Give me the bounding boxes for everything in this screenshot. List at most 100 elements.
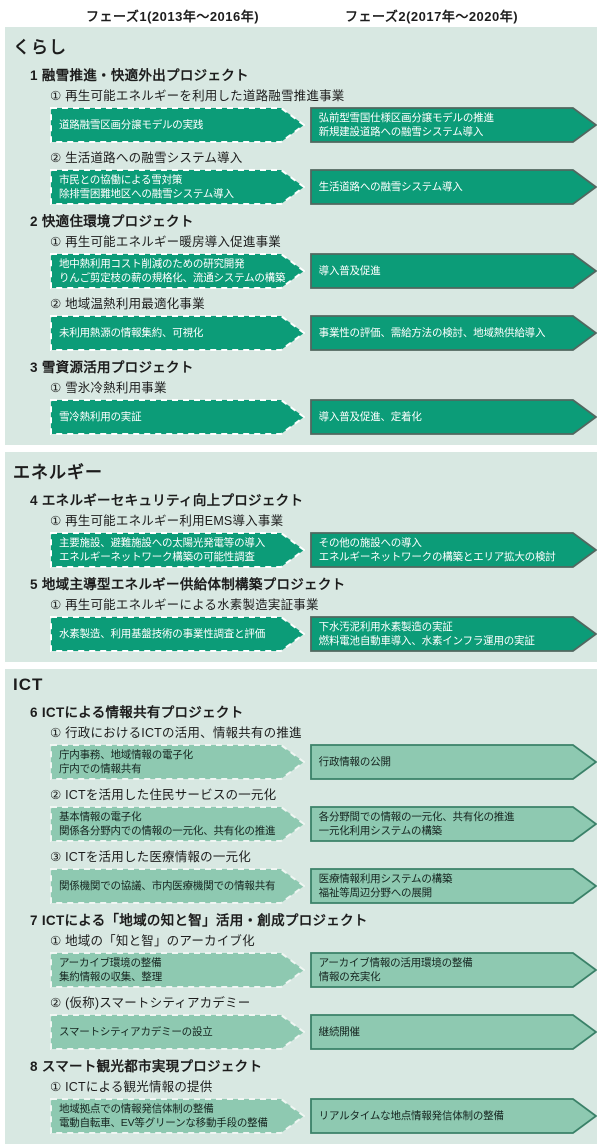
item-label: ① 雪氷冷熱利用事業 — [50, 381, 167, 395]
phase1-arrow-line: 集約情報の収集、整理 — [59, 971, 162, 983]
phase2-arrow: アーカイブ情報の活用環境の整備 情報の充実化 — [309, 952, 597, 988]
phase2-arrow-line: 弘前型雪国仕様区画分譲モデルの推進 — [318, 112, 494, 124]
phase1-arrow-line: 水素製造、利用基盤技術の事業性調査と評価 — [59, 628, 265, 640]
phase1-arrow-line: 道路融雪区画分譲モデルの実践 — [59, 119, 204, 131]
roadmap-row: 主要施設、避難施設への太陽光発電等の導入 エネルギーネットワーク構築の可能性調査… — [50, 532, 597, 568]
phase1-arrow-line: アーカイブ環境の整備 — [59, 957, 162, 969]
phase1-arrow: アーカイブ環境の整備 集約情報の収集、整理 — [50, 952, 305, 988]
item-label: ② ICTを活用した住民サービスの一元化 — [50, 788, 277, 802]
section-title: エネルギー — [13, 463, 103, 482]
phase2-arrow-line: 医療情報利用システムの構築 — [318, 873, 453, 885]
phase1-arrow-line: 雪冷熱利用の実証 — [59, 411, 142, 423]
phase2-arrow-line: 生活道路への融雪システム導入 — [318, 181, 463, 193]
phase1-arrow-line: エネルギーネットワーク構築の可能性調査 — [59, 551, 255, 563]
phase1-arrow-line: 市民との協働による雪対策 — [59, 174, 183, 186]
phase2-arrow-line: 各分野間での情報の一元化、共有化の推進 — [318, 811, 515, 823]
roadmap-row: 雪冷熱利用の実証 導入普及促進、定着化 — [50, 399, 597, 435]
phase1-arrow: 庁内事務、地域情報の電子化 庁内での情報共有 — [50, 744, 305, 780]
roadmap-row: スマートシティアカデミーの設立 継続開催 — [50, 1014, 597, 1050]
phase2-arrow: リアルタイムな地点情報発信体制の整備 — [309, 1098, 597, 1134]
roadmap-row: 水素製造、利用基盤技術の事業性調査と評価 下水汚泥利用水素製造の実証 燃料電池自… — [50, 616, 597, 652]
phase1-arrow-line: 関係各分野内での情報の一元化、共有化の推進 — [59, 825, 276, 837]
roadmap-row: 地域拠点での情報発信体制の整備 電動自転車、EV等グリーンな移動手段の整備 リア… — [50, 1098, 597, 1134]
item-label: ② (仮称)スマートシティアカデミー — [50, 996, 251, 1010]
roadmap-row: 地中熱利用コスト削減のための研究開発 りんご剪定枝の薪の規格化、流通システムの構… — [50, 253, 597, 289]
phase1-arrow-line: 主要施設、避難施設への太陽光発電等の導入 — [59, 537, 265, 549]
phase2-arrow: 弘前型雪国仕様区画分譲モデルの推進 新規建設道路への融雪システム導入 — [309, 107, 597, 143]
roadmap-row: 未利用熱源の情報集約、可視化 事業性の評価、需給方法の検討、地域熱供給導入 — [50, 315, 597, 351]
phase2-arrow-line: リアルタイムな地点情報発信体制の整備 — [318, 1110, 504, 1122]
phase1-arrow: 雪冷熱利用の実証 — [50, 399, 305, 435]
project-heading: 6 ICTによる情報共有プロジェクト — [30, 705, 244, 720]
phase1-arrow-line: 電動自転車、EV等グリーンな移動手段の整備 — [59, 1117, 268, 1129]
phase2-arrow-line: 導入普及促進 — [318, 265, 381, 277]
item-label: ③ ICTを活用した医療情報の一元化 — [50, 850, 251, 864]
phase2-arrow-line: 燃料電池自動車導入、水素インフラ運用の実証 — [318, 635, 535, 647]
phase2-arrow-line: 行政情報の公開 — [318, 756, 391, 768]
item-label: ① 再生可能エネルギー利用EMS導入事業 — [50, 514, 284, 528]
project-heading: 4 エネルギーセキュリティ向上プロジェクト — [30, 493, 304, 508]
roadmap-row: 関係機関での協議、市内医療機関での情報共有 医療情報利用システムの構築 福祉等周… — [50, 868, 597, 904]
phase1-arrow: 水素製造、利用基盤技術の事業性調査と評価 — [50, 616, 305, 652]
phase2-label: フェーズ2(2017年～2020年) — [345, 9, 519, 24]
phase1-arrow: 道路融雪区画分譲モデルの実践 — [50, 107, 305, 143]
phase1-arrow: 関係機関での協議、市内医療機関での情報共有 — [50, 868, 305, 904]
phase2-arrow: 事業性の評価、需給方法の検討、地域熱供給導入 — [309, 315, 597, 351]
phase2-arrow-line: 下水汚泥利用水素製造の実証 — [318, 621, 453, 633]
phase2-arrow: 行政情報の公開 — [309, 744, 597, 780]
roadmap-row: 庁内事務、地域情報の電子化 庁内での情報共有 行政情報の公開 — [50, 744, 597, 780]
phase2-arrow: その他の施設への導入 エネルギーネットワークの構築とエリア拡大の検討 — [309, 532, 597, 568]
project-heading: 8 スマート観光都市実現プロジェクト — [30, 1059, 263, 1074]
phase2-arrow: 各分野間での情報の一元化、共有化の推進 一元化利用システムの構築 — [309, 806, 597, 842]
phase2-arrow: 継続開催 — [309, 1014, 597, 1050]
project-heading: 5 地域主導型エネルギー供給体制構築プロジェクト — [30, 577, 346, 592]
phase1-arrow-line: りんご剪定枝の薪の規格化、流通システムの構築 — [59, 272, 286, 284]
phase1-arrow: 主要施設、避難施設への太陽光発電等の導入 エネルギーネットワーク構築の可能性調査 — [50, 532, 305, 568]
phase1-label: フェーズ1(2013年～2016年) — [86, 9, 260, 24]
phase1-arrow-line: 基本情報の電子化 — [59, 811, 142, 823]
phase1-arrow-line: 庁内事務、地域情報の電子化 — [59, 749, 193, 761]
phase1-arrow: 地域拠点での情報発信体制の整備 電動自転車、EV等グリーンな移動手段の整備 — [50, 1098, 305, 1134]
phase2-arrow: 導入普及促進、定着化 — [309, 399, 597, 435]
project-heading: 3 雪資源活用プロジェクト — [30, 360, 194, 375]
phase1-arrow: 地中熱利用コスト削減のための研究開発 りんご剪定枝の薪の規格化、流通システムの構… — [50, 253, 305, 289]
project-heading: 7 ICTによる「地域の知と智」活用・創成プロジェクト — [30, 913, 368, 928]
item-label: ① 地域の「知と智」のアーカイブ化 — [50, 934, 255, 948]
item-label: ① 再生可能エネルギーによる水素製造実証事業 — [50, 598, 319, 612]
phase2-arrow-line: 継続開催 — [318, 1026, 360, 1038]
phase2-arrow-line: 導入普及促進、定着化 — [318, 411, 422, 423]
phase2-arrow: 下水汚泥利用水素製造の実証 燃料電池自動車導入、水素インフラ運用の実証 — [309, 616, 597, 652]
phase2-arrow: 導入普及促進 — [309, 253, 597, 289]
item-label: ② 生活道路への融雪システム導入 — [50, 151, 243, 165]
phase2-arrow-line: 情報の充実化 — [318, 971, 381, 983]
phase1-arrow-line: スマートシティアカデミーの設立 — [59, 1026, 213, 1038]
phase2-arrow: 生活道路への融雪システム導入 — [309, 169, 597, 205]
phase2-arrow-line: 福祉等周辺分野への展開 — [318, 887, 433, 899]
phase2-arrow-line: その他の施設への導入 — [318, 537, 422, 549]
section-title: ICT — [13, 675, 44, 694]
roadmap-row: 基本情報の電子化 関係各分野内での情報の一元化、共有化の推進 各分野間での情報の… — [50, 806, 597, 842]
item-label: ② 地域温熱利用最適化事業 — [50, 297, 205, 311]
phase1-arrow-line: 除排雪困難地区への融雪システム導入 — [59, 188, 234, 200]
item-label: ① ICTによる観光情報の提供 — [50, 1080, 213, 1094]
item-label: ① 再生可能エネルギー暖房導入促進事業 — [50, 235, 281, 249]
phase1-arrow: 未利用熱源の情報集約、可視化 — [50, 315, 305, 351]
project-heading: 2 快適住環境プロジェクト — [30, 214, 194, 229]
phase1-arrow: 市民との協働による雪対策 除排雪困難地区への融雪システム導入 — [50, 169, 305, 205]
section-energy: エネルギー 4 エネルギーセキュリティ向上プロジェクト ① 再生可能エネルギー利… — [5, 452, 597, 662]
roadmap-row: アーカイブ環境の整備 集約情報の収集、整理 アーカイブ情報の活用環境の整備 情報… — [50, 952, 597, 988]
phase2-arrow-line: 新規建設道路への融雪システム導入 — [318, 126, 484, 138]
project-heading: 1 融雪推進・快適外出プロジェクト — [30, 68, 249, 83]
section-title: くらし — [13, 38, 67, 57]
phase1-arrow-line: 庁内での情報共有 — [59, 763, 142, 775]
phase-header: フェーズ1(2013年～2016年) フェーズ2(2017年～2020年) — [0, 0, 600, 27]
phase1-arrow: スマートシティアカデミーの設立 — [50, 1014, 305, 1050]
phase1-arrow-line: 地中熱利用コスト削減のための研究開発 — [59, 258, 245, 270]
item-label: ① 行政におけるICTの活用、情報共有の推進 — [50, 726, 302, 740]
roadmap-row: 市民との協働による雪対策 除排雪困難地区への融雪システム導入 生活道路への融雪シ… — [50, 169, 597, 205]
phase1-arrow-line: 地域拠点での情報発信体制の整備 — [59, 1103, 214, 1115]
phase1-arrow: 基本情報の電子化 関係各分野内での情報の一元化、共有化の推進 — [50, 806, 305, 842]
phase1-arrow-line: 未利用熱源の情報集約、可視化 — [59, 327, 204, 339]
phase2-arrow-line: エネルギーネットワークの構築とエリア拡大の検討 — [318, 551, 556, 563]
section-ict: ICT 6 ICTによる情報共有プロジェクト ① 行政におけるICTの活用、情報… — [5, 669, 597, 1144]
